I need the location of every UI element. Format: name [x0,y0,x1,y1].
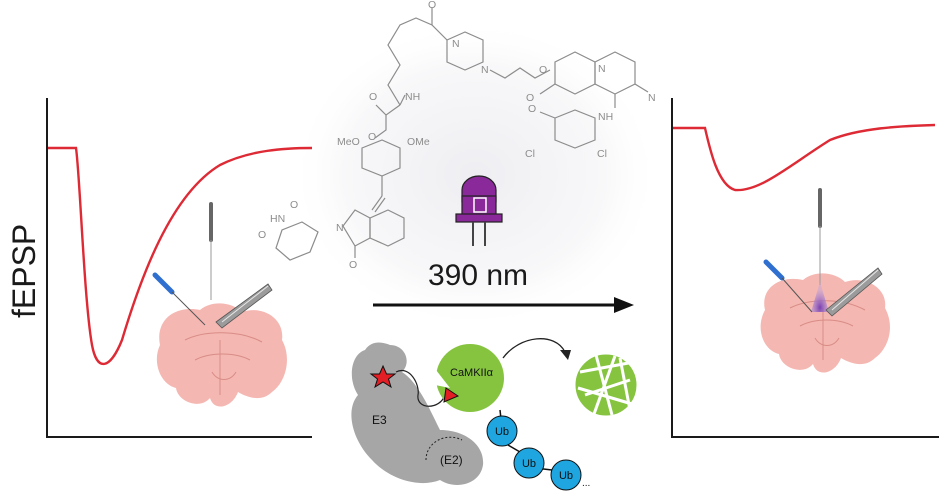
right-panel [671,98,939,438]
left-fepsp-trace [48,146,313,366]
svg-text:O: O [368,131,376,143]
protac-linker-curve [395,369,446,407]
cereblon-ligand-star [369,364,397,389]
left-blue-electrode-wire [171,291,206,326]
svg-text:Cl: Cl [525,148,535,160]
right-pipette [825,267,883,317]
svg-text:O: O [290,199,298,211]
ubiquitin-label-2: Ub [522,458,536,470]
svg-text:N: N [336,222,344,234]
left-panel: fEPSP [6,98,313,438]
right-light-beam [811,282,829,312]
svg-text:NH: NH [598,111,613,123]
right-fepsp-trace [673,123,936,192]
ubiquitin-chain: Ub Ub Ub ... [486,409,590,491]
ubiquitin-1 [486,415,518,447]
left-pipette [215,283,273,329]
right-blue-electrode-wire [781,277,813,313]
svg-text:HN: HN [270,213,285,225]
svg-text:O: O [428,0,436,11]
svg-text:OMe: OMe [407,136,430,148]
svg-text:N: N [452,38,460,50]
reaction-arrow [373,297,634,313]
svg-text:O: O [526,92,534,104]
light-glow [290,20,660,330]
ubiquitin-label-1: Ub [495,426,509,438]
svg-text:O: O [539,64,547,76]
photoswitchable-protac-structure: O NH N N O N N O NH O Cl Cl O O MeO OMe [258,0,656,271]
svg-text:NH: NH [405,91,420,103]
right-blue-electrode [763,259,785,281]
svg-text:N: N [598,63,606,75]
degraded-protein-fragments [572,351,640,419]
warhead-triangle [443,387,460,403]
svg-text:N: N [481,64,489,76]
svg-text:O: O [349,259,357,271]
svg-text:MeO: MeO [337,136,360,148]
camkii-target [420,344,504,412]
uv-led [455,175,503,246]
e2-label: (E2) [440,453,463,467]
wavelength-label: 390 nm [428,259,528,292]
left-blue-electrode [152,272,175,295]
e3-label: E3 [372,413,387,427]
svg-text:N: N [648,92,656,104]
ubiquitin-2 [513,447,545,479]
target-label: CaMKIIα [450,367,494,379]
left-brain-slice [156,303,287,407]
ubiquitin-ellipsis: ... [582,478,590,489]
degradation-arrow [502,338,566,359]
ubiquitin-3 [550,459,582,491]
degradation-arrowhead [560,350,571,360]
svg-text:O: O [369,91,377,103]
y-axis-label: fEPSP [6,224,42,318]
svg-text:O: O [528,103,536,115]
svg-text:O: O [258,229,266,241]
ubiquitin-label-3: Ub [559,470,573,482]
svg-text:Cl: Cl [597,148,607,160]
right-brain-slice [760,273,890,373]
